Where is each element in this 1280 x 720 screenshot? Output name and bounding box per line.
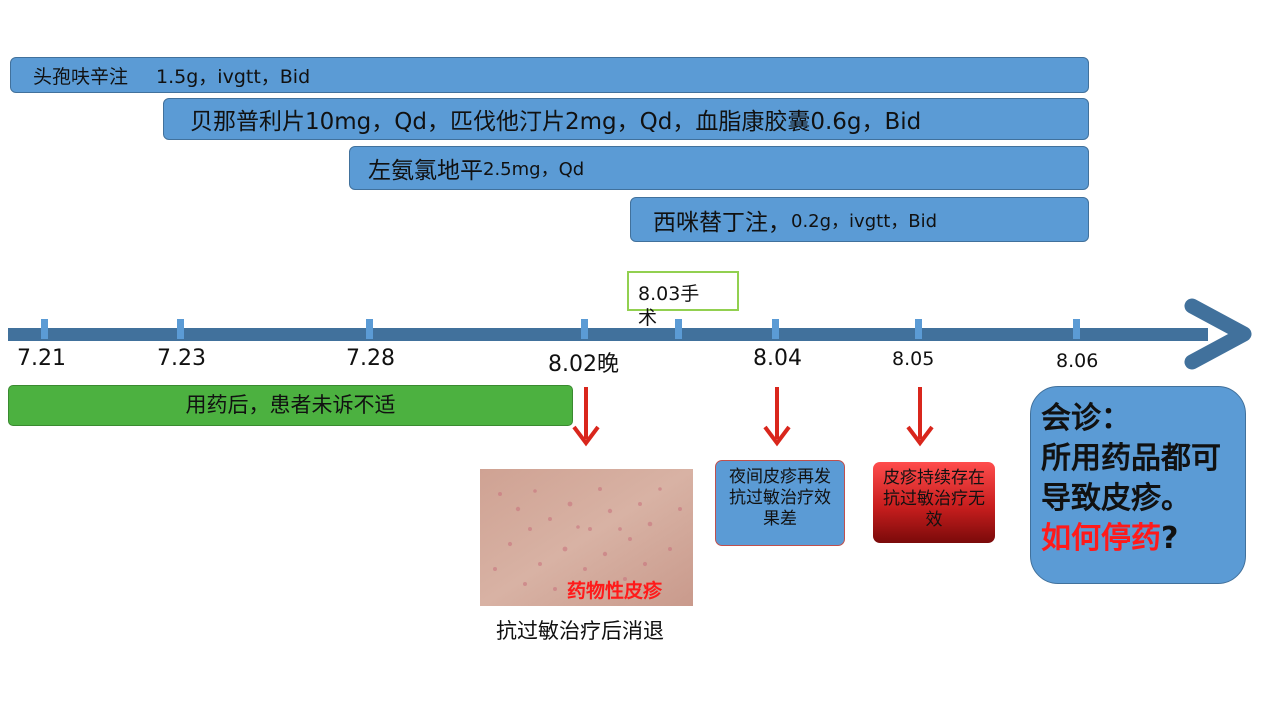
drug-dose: 1.5g，ivgtt，Bid	[156, 65, 311, 88]
timeline-tick	[581, 319, 588, 339]
date-label: 8.04	[753, 346, 802, 371]
surgery-label-box: 8.03手术	[627, 271, 739, 329]
drug-name: 左氨氯地平	[368, 158, 483, 184]
timeline-tick	[772, 319, 779, 339]
timeline-tick	[1073, 319, 1080, 339]
drug-bar-cefuroxime: 头孢呋辛注 1.5g，ivgtt，Bid	[10, 57, 1089, 93]
arrow-down-icon	[763, 387, 791, 447]
consultation-box: 会诊： 所用药品都可导致皮疹。 如何停药?	[1030, 386, 1246, 584]
question-mark: ?	[1161, 521, 1179, 556]
drug-bar-cimetidine: 西咪替丁注， 0.2g，ivgtt，Bid	[630, 197, 1089, 242]
rash-note: 抗过敏治疗后消退	[496, 619, 664, 643]
date-label: 7.21	[17, 346, 66, 371]
date-label: 7.28	[346, 346, 395, 371]
drug-bar-levamlodipine: 左氨氯地平 2.5mg，Qd	[349, 146, 1089, 190]
timeline-tick	[177, 319, 184, 339]
consultation-title: 会诊：	[1041, 401, 1131, 436]
timeline-axis	[8, 298, 1252, 370]
rash-caption: 药物性皮疹	[567, 580, 663, 602]
drug-dose: 0.2g，ivgtt，Bid	[791, 210, 938, 232]
date-label: 8.06	[1056, 350, 1099, 372]
surgery-label: 8.03手术	[638, 283, 700, 329]
date-label: 7.23	[157, 346, 206, 371]
timeline-tick	[41, 319, 48, 339]
drug-name: 西咪替丁注，	[653, 209, 791, 236]
persistent-rash-box: 皮疹持续存在抗过敏治疗无效	[873, 462, 995, 543]
consultation-question: 如何停药	[1041, 521, 1161, 556]
rash-photo	[480, 469, 693, 606]
drug-name: 头孢呋辛注	[33, 65, 129, 88]
night-rash-box: 夜间皮疹再发抗过敏治疗效果差	[715, 460, 845, 546]
drug-bar-benazepril: 贝那普利片10mg，Qd，匹伐他汀片2mg，Qd，血脂康胶囊0.6g，Bid	[163, 98, 1089, 140]
date-label: 8.02晚	[548, 352, 619, 377]
timeline-tick	[675, 319, 682, 339]
persistent-rash-text: 皮疹持续存在抗过敏治疗无效	[883, 468, 985, 530]
drug-dose: 2.5mg，Qd	[483, 159, 585, 180]
arrow-down-icon	[572, 387, 600, 447]
drug-name: 贝那普利片10mg，Qd，匹伐他汀片2mg，Qd，血脂康胶囊0.6g，Bid	[190, 109, 922, 135]
no-discomfort-bar: 用药后，患者未诉不适	[8, 385, 573, 426]
timeline-tick	[915, 319, 922, 339]
night-rash-text: 夜间皮疹再发抗过敏治疗效果差	[729, 467, 831, 529]
arrow-down-icon	[906, 387, 934, 447]
timeline-tick	[366, 319, 373, 339]
consultation-question-row: 如何停药?	[1041, 519, 1235, 559]
no-discomfort-text: 用药后，患者未诉不适	[185, 393, 396, 417]
consultation-line: 所用药品都可导致皮疹。	[1041, 441, 1221, 516]
date-label: 8.05	[892, 348, 935, 370]
